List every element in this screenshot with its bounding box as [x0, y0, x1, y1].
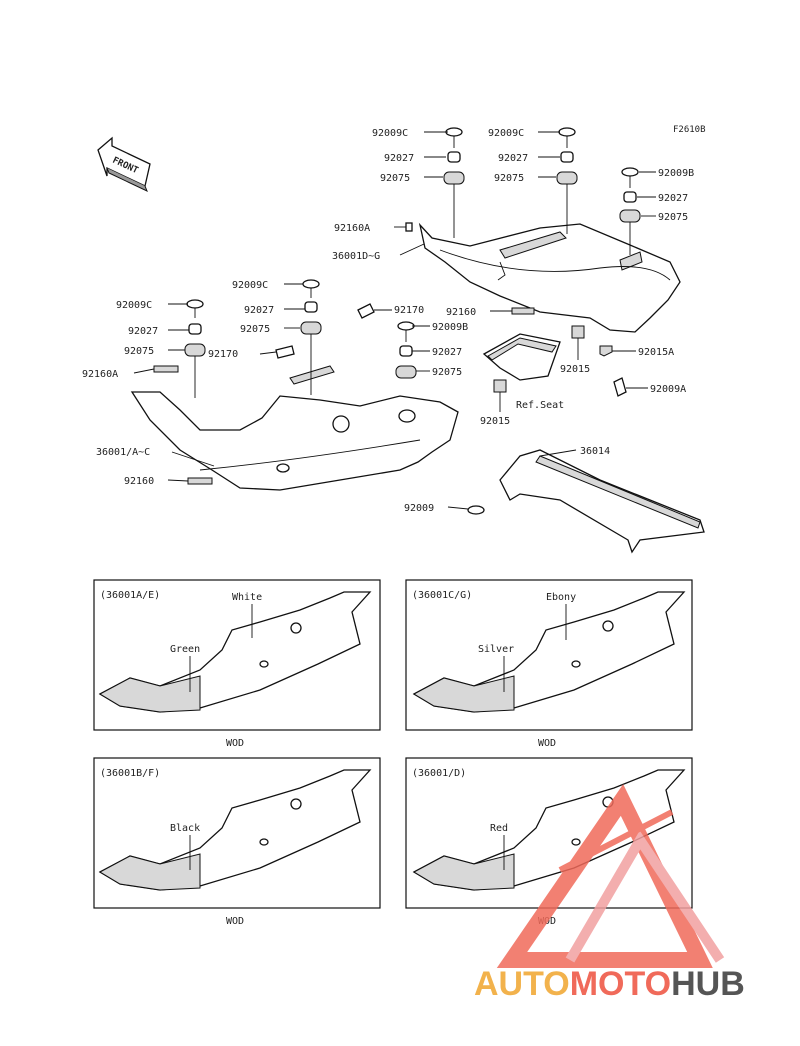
top-mid-hardware — [556, 127, 578, 234]
callout-92015-lower: 92015 — [480, 416, 510, 427]
watermark-moto: MOTO — [570, 965, 671, 1003]
callout-92170-upper: 92170 — [394, 305, 424, 316]
callout-ref-seat: Ref.Seat — [516, 400, 564, 411]
callout-92009c-top-left: 92009C — [372, 128, 408, 139]
watermark-auto: AUTO — [474, 965, 570, 1003]
variant-code: WOD — [226, 916, 244, 927]
watermark-text: AUTOMOTOHUB — [474, 965, 745, 1003]
callout-92075-far-left: 92075 — [124, 346, 154, 357]
callout-92015-upper: 92015 — [560, 364, 590, 375]
far-left-hardware — [184, 299, 206, 398]
lower-nut-part — [493, 379, 507, 393]
leader-lines — [133, 131, 656, 510]
watermark-logo — [496, 784, 725, 968]
callout-92009a: 92009A — [650, 384, 686, 395]
callout-92009b-seat: 92009B — [432, 322, 468, 333]
guard-part — [467, 449, 705, 554]
callout-92075-top-mid: 92075 — [494, 173, 524, 184]
upper-screw-part — [613, 377, 627, 397]
top-left-hardware — [443, 127, 465, 238]
variant-panel-2: (36001C/G) Ebony Silver WOD — [405, 579, 693, 749]
callout-92027-seat: 92027 — [432, 347, 462, 358]
variant-title: (36001/D) — [412, 768, 466, 779]
svg-text:AUTOMOTOHUB: AUTOMOTOHUB — [474, 965, 745, 1003]
variant-lower-color: Black — [170, 823, 200, 834]
callout-92075-right: 92075 — [658, 212, 688, 223]
callout-92160a-left: 92160A — [82, 369, 118, 380]
variant-title: (36001A/E) — [100, 590, 160, 601]
callout-36001d-g: 36001D~G — [332, 251, 380, 262]
callout-92009b-right: 92009B — [658, 168, 694, 179]
upper-pad-right-part — [511, 307, 535, 315]
callout-92009c-far-left: 92009C — [116, 300, 152, 311]
variant-panel-3: (36001B/F) Black WOD — [93, 757, 381, 927]
callout-92009c-top-mid: 92009C — [488, 128, 524, 139]
callout-92160-lower: 92160 — [124, 476, 154, 487]
callout-92027-mid: 92027 — [244, 305, 274, 316]
callout-36001-a-c: 36001/A~C — [96, 447, 150, 458]
callout-92027-top-mid: 92027 — [498, 153, 528, 164]
watermark-hub: HUB — [671, 965, 745, 1003]
callout-92160a-upper: 92160A — [334, 223, 370, 234]
callout-92075-mid: 92075 — [240, 324, 270, 335]
band-lower-part — [275, 345, 295, 359]
callout-92160-upper: 92160 — [446, 307, 476, 318]
upper-clip-part — [599, 345, 613, 357]
right-hardware — [619, 167, 641, 255]
callout-labels: 92009C 92027 92075 92009C 92027 92075 92… — [82, 128, 694, 514]
seat-hardware — [395, 321, 417, 379]
front-arrow-icon: FRONT — [97, 136, 151, 192]
callout-92009: 92009 — [404, 503, 434, 514]
variant-lower-color: Red — [490, 823, 508, 834]
variant-upper-color: Ebony — [546, 592, 576, 603]
figure-code: F2610B — [673, 125, 706, 135]
callout-92009c-mid: 92009C — [232, 280, 268, 291]
upper-seat-cover — [418, 222, 681, 333]
callout-92075-seat: 92075 — [432, 367, 462, 378]
variant-title: (36001C/G) — [412, 590, 472, 601]
callout-92015a: 92015A — [638, 347, 674, 358]
variant-title: (36001B/F) — [100, 768, 160, 779]
callout-92075-top-left: 92075 — [380, 173, 410, 184]
callout-92027-top-left: 92027 — [384, 153, 414, 164]
variant-code: WOD — [538, 738, 556, 749]
lower-pad-part — [187, 477, 213, 485]
mid-hardware — [300, 279, 322, 395]
variant-lower-color: Silver — [478, 644, 514, 655]
callout-36014: 36014 — [580, 446, 610, 457]
upper-nut-part — [571, 325, 585, 339]
callout-92170-lower: 92170 — [208, 349, 238, 360]
upper-pad-part — [405, 222, 413, 232]
left-pad-part — [153, 365, 179, 373]
lower-seat-cover — [130, 365, 459, 491]
variant-lower-color: Green — [170, 644, 200, 655]
band-upper-part — [357, 303, 375, 319]
variant-upper-color: White — [232, 592, 262, 603]
callout-92027-far-left: 92027 — [128, 326, 158, 337]
variant-panel-1: (36001A/E) White Green WOD — [93, 579, 381, 749]
callout-92027-right: 92027 — [658, 193, 688, 204]
variant-code: WOD — [226, 738, 244, 749]
